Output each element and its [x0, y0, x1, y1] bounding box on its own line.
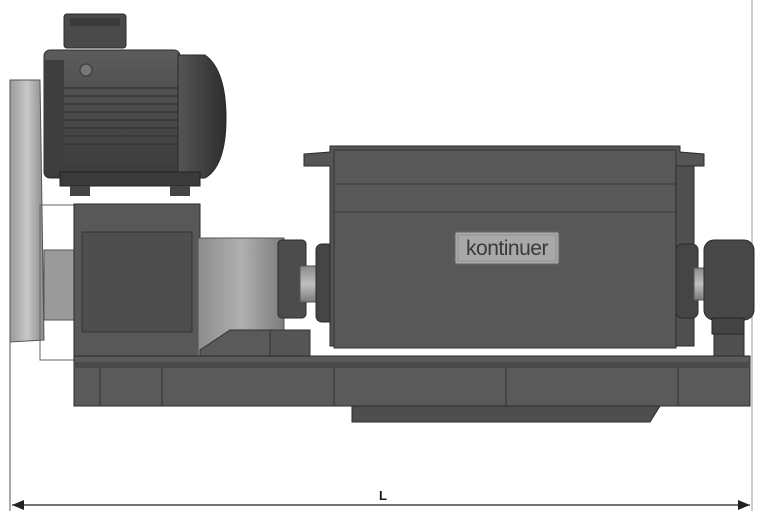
electric-motor [43, 13, 227, 196]
coupling-left [277, 239, 337, 323]
base-frame [73, 355, 751, 423]
brand-plate: kontinuer [454, 231, 560, 265]
motor-support-frame [73, 203, 201, 357]
dimension-length: L [12, 488, 750, 510]
coupling-right [675, 239, 755, 361]
gearbox [197, 237, 311, 357]
brand-plate-text: kontinuer [466, 237, 548, 260]
dimension-label: L [379, 488, 387, 503]
